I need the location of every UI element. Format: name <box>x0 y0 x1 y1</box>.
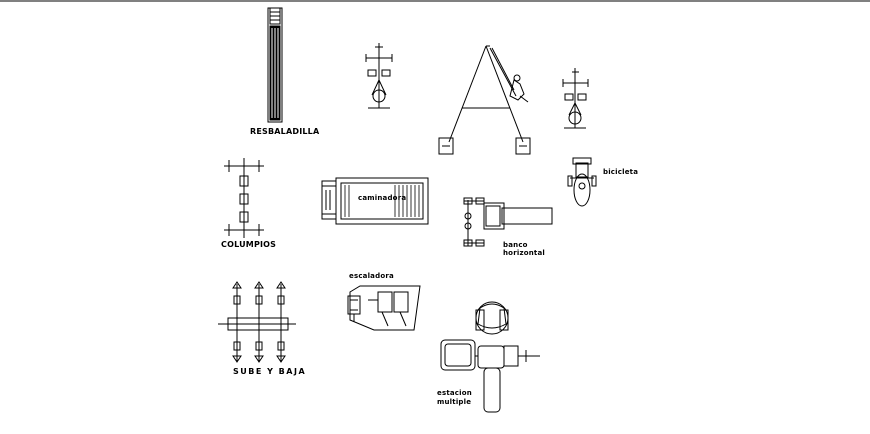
label-escaladora: escaladora <box>349 272 394 280</box>
gym-station-small-2 <box>563 68 588 128</box>
a-frame-swing <box>439 46 530 154</box>
gym-station-small-1 <box>366 43 392 108</box>
label-caminadora: caminadora <box>358 194 407 202</box>
label-resbaladilla: RESBALADILLA <box>250 127 320 136</box>
label-multiple: multiple <box>437 398 472 406</box>
label-sube-y-baja: SUBE Y BAJA <box>233 367 307 376</box>
label-horizontal: horizontal <box>503 249 545 257</box>
multi-station <box>441 302 540 412</box>
treadmill <box>322 178 428 224</box>
label-columpios: COLUMPIOS <box>221 240 277 249</box>
exercise-bike <box>568 158 596 206</box>
slide-symbol <box>268 8 282 122</box>
label-estacion: estacion <box>437 389 472 397</box>
label-bicicleta: bicicleta <box>603 168 639 176</box>
label-banco: banco <box>503 241 528 249</box>
stepper <box>348 286 420 330</box>
seesaws <box>218 282 296 362</box>
horizontal-bench <box>464 198 552 246</box>
swings-top-view <box>224 158 264 238</box>
